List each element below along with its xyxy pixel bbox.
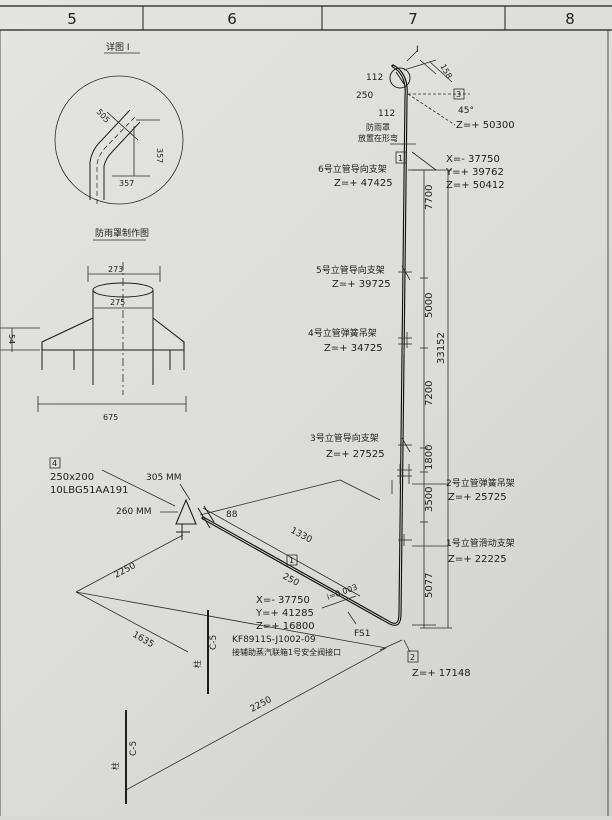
elbow-elevation: Z=+ 17148 [412, 668, 471, 679]
dim-3500: 3500 [424, 487, 435, 512]
top-x: X=- 37750 [446, 154, 500, 165]
run-z: Z=+ 16800 [256, 621, 315, 632]
detail-i: 详图 I 505 357 357 [54, 41, 184, 205]
dim-5000: 5000 [424, 293, 435, 318]
run-reference: KF8911S-J1002-09 [232, 635, 316, 645]
column-label-6: 6 [227, 10, 237, 28]
support-4-elevation: Z=+ 34725 [324, 343, 383, 354]
dim-88: 88 [226, 510, 238, 520]
bottom-elbow: 2 Z=+ 17148 [403, 639, 471, 679]
grid-col-b: 柱 [110, 762, 120, 770]
support-3-name: 3号立管导向支架 [310, 432, 379, 444]
top-z: Z=+ 50412 [446, 180, 505, 191]
detail-i-title: 详图 I [106, 41, 130, 53]
dim-1330: 1330 [289, 526, 314, 546]
detail-i-diag-dim: 505 [95, 107, 112, 124]
dim-250-top: 250 [356, 91, 373, 101]
support-4-name: 4号立管弹簧吊架 [308, 327, 377, 339]
support-3-elevation: Z=+ 27525 [326, 449, 385, 460]
rain-cover-title: 防雨罩制作图 [95, 227, 149, 239]
support-5: 5号立管导向支架 Z=+ 39725 [316, 264, 412, 290]
sheet-border: 5 6 7 8 [0, 5, 612, 816]
callout-2: 2 [410, 653, 415, 662]
top-y: Y=+ 39762 [445, 167, 504, 178]
support-6-elevation: Z=+ 47425 [334, 178, 393, 189]
grid-columns: 2250 1635 2250 C-5 C-5 柱 柱 [110, 561, 274, 804]
callout-4: 4 [52, 459, 57, 468]
top-elevation: Z=+ 50300 [456, 120, 515, 131]
support-1-elevation: Z=+ 22225 [448, 554, 507, 565]
rain-cover-height-dim: 54 [7, 334, 16, 344]
run-note: 接辅助蒸汽联箱1号安全阀接口 [232, 647, 341, 657]
dim-112-top: 112 [366, 73, 383, 83]
top-label-i: I [416, 45, 419, 55]
dim-250-run: 250 [281, 572, 301, 589]
dim-total-33152: 33152 [436, 332, 447, 364]
support-6: 6号立管导向支架 Z=+ 47425 [318, 163, 420, 189]
support-2: 2号立管弹簧吊架 Z=+ 25725 [391, 464, 515, 503]
grid-c5-b: C-5 [129, 741, 139, 756]
rain-cover-note-2: 放置在形弯 [358, 133, 398, 143]
detail-i-vert-dim: 357 [155, 148, 164, 163]
column-label-5: 5 [67, 10, 77, 28]
dim-7200: 7200 [424, 381, 435, 406]
column-label-8: 8 [565, 10, 575, 28]
run-x: X=- 37750 [256, 595, 310, 606]
support-5-name: 5号立管导向支架 [316, 264, 385, 276]
support-2-elevation: Z=+ 25725 [448, 492, 507, 503]
left-fitting: 4 250x200 10LBG51AA191 305 MM 260 MM 88 [49, 457, 238, 540]
callout-1-top: 1 [398, 154, 403, 163]
angle-45: 45° [458, 106, 474, 116]
dim-1800: 1800 [424, 445, 435, 470]
fs1-label: FS1 [354, 629, 370, 639]
dim-305: 305 MM [146, 473, 182, 483]
support-2-name: 2号立管弹簧吊架 [446, 477, 515, 489]
rain-cover-width-dim: 675 [103, 413, 118, 422]
support-5-elevation: Z=+ 39725 [332, 279, 391, 290]
fitting-code: 10LBG51AA191 [50, 485, 129, 496]
callout-1-run: 1 [289, 556, 294, 565]
support-1: 1号立管滑动支架 Z=+ 22225 [398, 534, 515, 565]
support-4: 4号立管弹簧吊架 Z=+ 34725 [308, 327, 412, 354]
callout-3: 3 [456, 90, 461, 99]
run-y: Y=+ 41285 [255, 608, 314, 619]
fitting-size: 250x200 [50, 472, 94, 483]
dim-7700: 7700 [424, 185, 435, 210]
detail-i-horiz-dim: 357 [119, 179, 134, 188]
column-label-7: 7 [408, 10, 418, 28]
dim-260: 260 MM [116, 507, 152, 517]
rain-cover-drawing: 防雨罩制作图 273 275 675 54 [0, 227, 187, 422]
rain-cover-note-1: 防雨罩 [366, 122, 390, 132]
top-bend: I 112 250 112 158 3 45° Z=+ 50300 防雨罩 放置… [356, 45, 515, 191]
grid-dim-2250-a: 2250 [113, 561, 138, 581]
support-1-name: 1号立管滑动支架 [446, 537, 515, 549]
grid-col-a: 柱 [192, 660, 202, 668]
rain-cover-outer-dim: 273 [108, 265, 123, 274]
grid-c5-a: C-5 [209, 635, 219, 650]
pipe-route [75, 59, 437, 791]
support-3: 3号立管导向支架 Z=+ 27525 [310, 432, 412, 460]
rain-cover-inner-dim: 275 [110, 298, 125, 307]
vertical-dimensions: 7700 5000 7200 1800 3500 5077 33152 [420, 169, 452, 629]
support-6-name: 6号立管导向支架 [318, 163, 387, 175]
slope: i=0.003 [326, 583, 359, 602]
dim-5077: 5077 [424, 573, 435, 598]
dim-112-second: 112 [378, 109, 395, 119]
